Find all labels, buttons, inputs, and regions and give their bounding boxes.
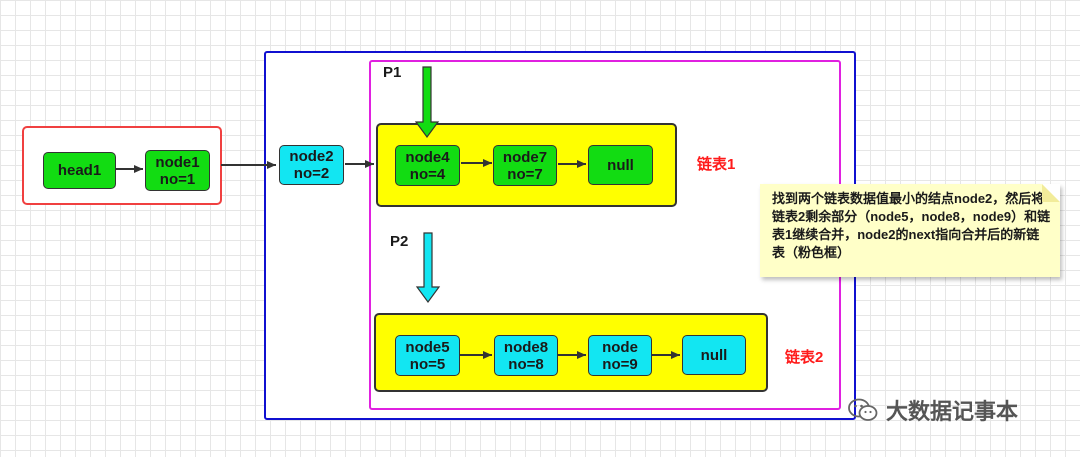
node2-no: no=2 <box>293 165 330 182</box>
node5-name: node5 <box>405 338 450 356</box>
list1-node4: node4 no=4 <box>395 145 460 186</box>
node1-no: no=1 <box>159 170 196 188</box>
node2: node2 no=2 <box>279 145 344 185</box>
head1-label: head1 <box>57 162 102 179</box>
node9-name: node <box>602 338 638 356</box>
note-fold-corner <box>1042 184 1060 202</box>
node5-no: no=5 <box>409 355 446 373</box>
note-text: 找到两个链表数据值最小的结点node2，然后将链表2剩余部分（node5，nod… <box>772 191 1051 260</box>
node9-no: no=9 <box>602 355 638 373</box>
watermark: 大数据记事本 <box>848 393 1018 427</box>
node2-name: node2 <box>289 148 334 165</box>
node7-name: node7 <box>502 148 548 166</box>
list1-label: 链表1 <box>697 156 736 173</box>
p1-label: P1 <box>383 64 402 81</box>
node8-name: node8 <box>503 338 549 356</box>
node1: node1 no=1 <box>145 150 210 191</box>
list1-node7: node7 no=7 <box>493 145 557 186</box>
wechat-icon <box>848 398 878 421</box>
p2-label: P2 <box>390 233 409 250</box>
watermark-text: 大数据记事本 <box>886 399 1019 424</box>
p2-pointer-arrow <box>415 232 441 304</box>
list1-null-label: null <box>607 156 634 174</box>
node7-no: no=7 <box>507 165 543 183</box>
node4-no: no=4 <box>409 165 446 183</box>
node1-name: node1 <box>155 153 200 171</box>
explanation-note: 找到两个链表数据值最小的结点node2，然后将链表2剩余部分（node5，nod… <box>760 184 1060 277</box>
list1-null: null <box>588 145 653 185</box>
list2-null-label: null <box>700 346 728 364</box>
list2-label: 链表2 <box>785 349 824 366</box>
list2-node5: node5 no=5 <box>395 335 460 376</box>
list2-node8: node8 no=8 <box>494 335 558 376</box>
list2-node9: node no=9 <box>588 335 652 376</box>
node8-no: no=8 <box>508 355 544 373</box>
list2-null: null <box>682 335 746 375</box>
p1-pointer-arrow <box>414 66 440 139</box>
head1-node: head1 <box>43 152 116 189</box>
node4-name: node4 <box>405 148 450 166</box>
